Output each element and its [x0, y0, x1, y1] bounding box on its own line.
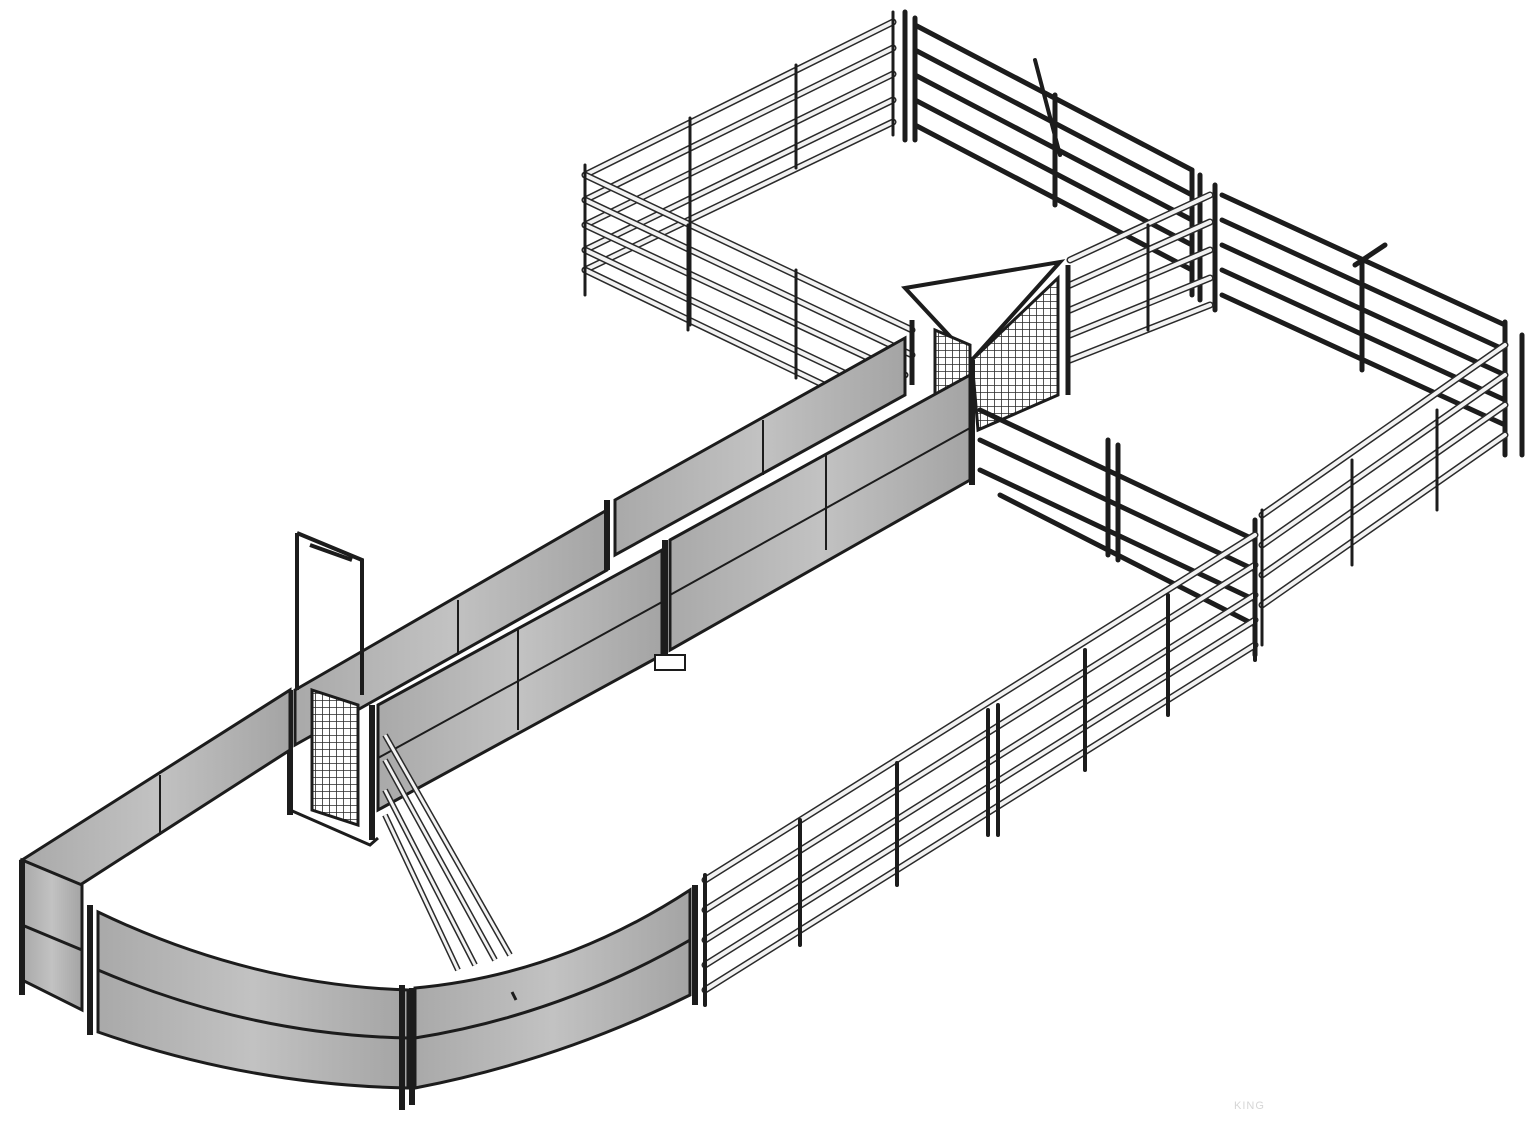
top-left-rail-pen: [581, 10, 916, 404]
center-dark-gate: [977, 407, 1258, 658]
front-rail-fence: [701, 531, 1259, 1007]
right-rail-pen: [1066, 182, 1525, 647]
curved-crowd-pen: [18, 687, 698, 1110]
top-right-gate: [902, 9, 1203, 303]
solid-sided-race: [293, 335, 972, 813]
watermark-text: KING: [1234, 1100, 1265, 1112]
